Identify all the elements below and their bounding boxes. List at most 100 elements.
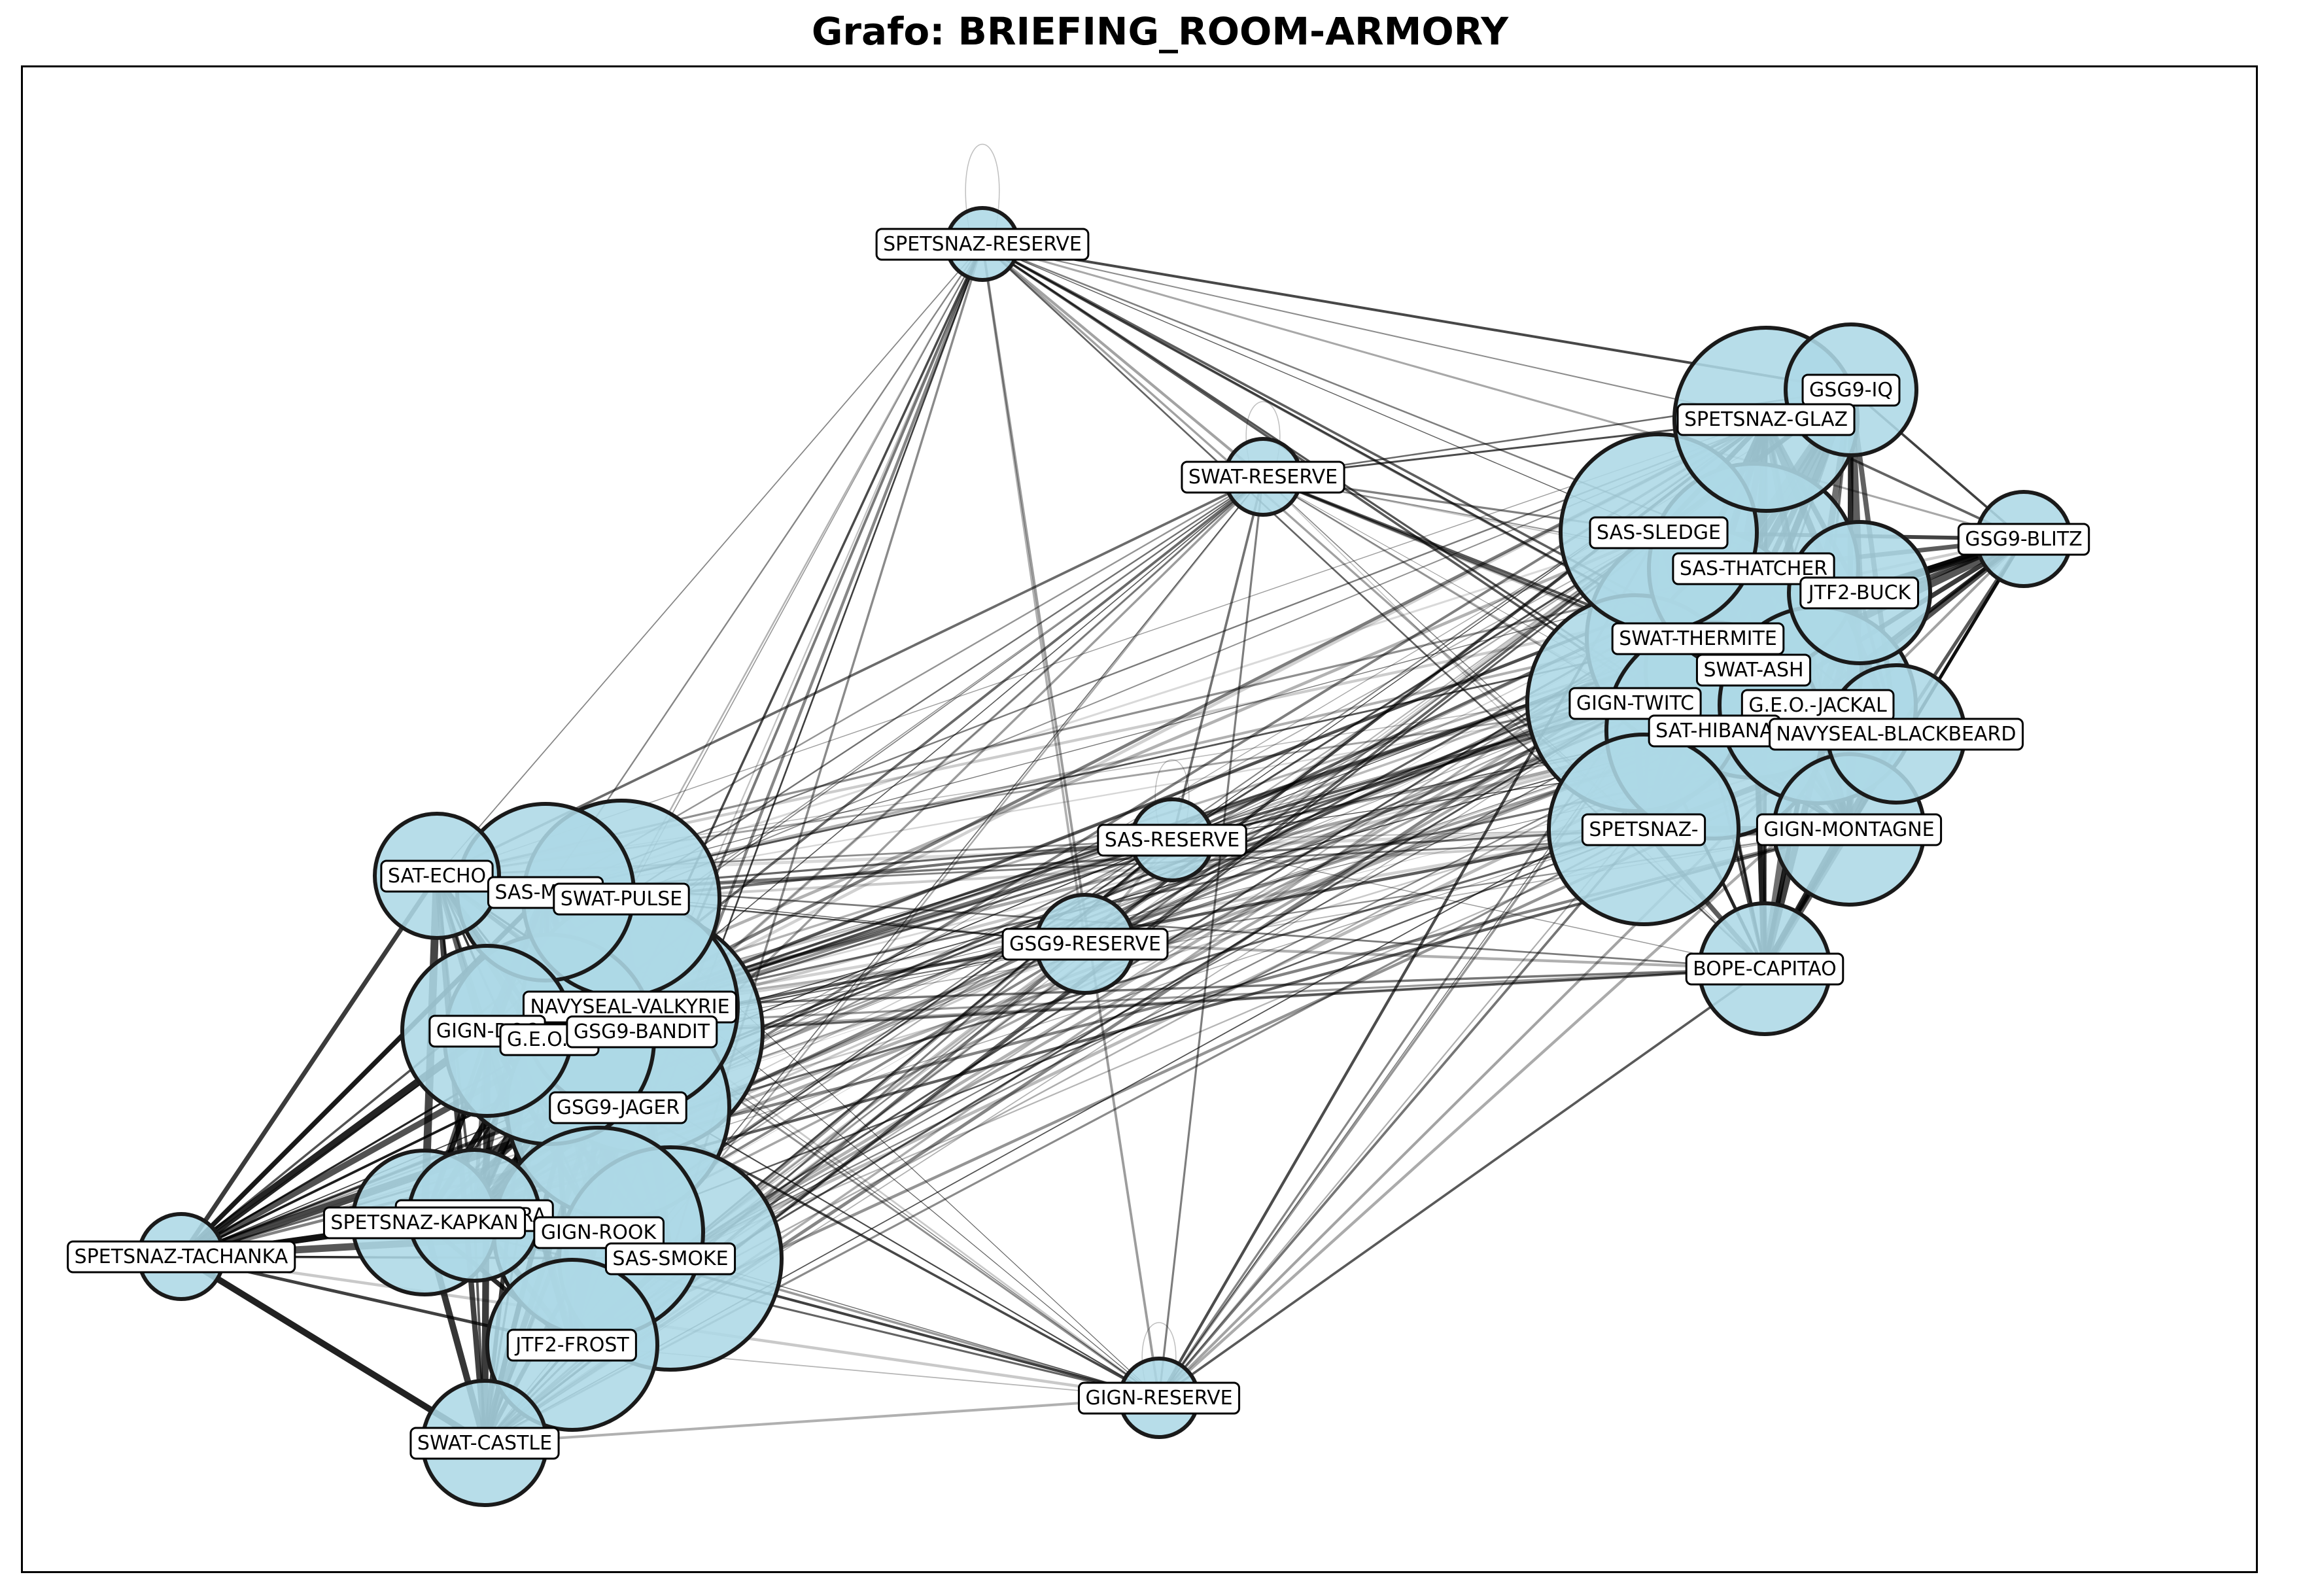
node-label-box <box>1769 718 2024 751</box>
node-label-text: SPETSNAZ- <box>1589 818 1698 841</box>
node-label-text: GSG9-IQ <box>1809 379 1893 402</box>
node-label-text: G.E.O.-JACKAL <box>1748 694 1887 717</box>
node-label-box <box>322 1206 527 1240</box>
node-label-spetsnaz-reserve: SPETSNAZ-RESERVE <box>875 228 1090 261</box>
node-label-text: JTF2-FROST <box>514 1334 629 1357</box>
node-label-navyseal-blackbeard: NAVYSEAL-BLACKBEARD <box>1769 718 2024 751</box>
node-label-spetsnaz-tachanka: SPETSNAZ-TACHANKA <box>67 1240 296 1274</box>
node-label-box <box>1957 523 2090 556</box>
node-label-box <box>1672 552 1835 585</box>
node-label-box <box>1676 403 1856 436</box>
node-label-text: SWAT-ASH <box>1703 659 1803 682</box>
node-label-text: SAS-SMOKE <box>612 1247 728 1270</box>
node-label-text: SAS-SLEDGE <box>1597 521 1721 544</box>
node-label-gign-montagne: GIGN-MONTAGNE <box>1756 813 1943 846</box>
graph-edge <box>620 243 984 899</box>
node-label-gign-twitch: GIGN-TWITC <box>1568 687 1702 720</box>
graph-edge <box>545 702 1636 893</box>
node-label-box <box>1589 516 1729 549</box>
node-label-gsg9-bandit: GSG9-BANDIT <box>566 1015 718 1049</box>
graph-edge <box>545 243 983 893</box>
node-label-box <box>1077 1381 1241 1415</box>
node-label-gsg9-iq: GSG9-IQ <box>1801 373 1901 407</box>
node-label-swat-ash: SWAT-ASH <box>1695 653 1812 687</box>
node-label-text: SPETSNAZ-RESERVE <box>883 233 1082 256</box>
graph-edge <box>545 828 1644 893</box>
graph-edge <box>629 827 1644 1009</box>
graph-edge <box>1171 476 1264 841</box>
node-label-text: SPETSNAZ-KAPKAN <box>330 1211 518 1234</box>
graph-edge <box>545 637 1699 893</box>
node-label-box <box>67 1240 296 1274</box>
node-label-text: NAVYSEAL-VALKYRIE <box>530 996 729 1018</box>
node-label-gign-reserve: GIGN-RESERVE <box>1077 1381 1241 1415</box>
node-label-sas-thatcher: SAS-THATCHER <box>1672 552 1835 585</box>
graph-edge <box>545 568 1754 893</box>
node-label-text: SWAT-THERMITE <box>1619 627 1777 650</box>
node-label-text: SAT-ECHO <box>388 865 486 888</box>
plot-frame: SPETSNAZ-RESERVE SWAT-RESERVE SAS-RESERVE G… <box>21 65 2258 1573</box>
node-label-box <box>533 1216 665 1249</box>
node-label-sat-hibana: SAT-HIBANA <box>1648 714 1781 748</box>
node-label-text: BOPE-CAPITAO <box>1693 958 1837 980</box>
node-label-navyseal-valkyrie: NAVYSEAL-VALKYRIE <box>522 990 738 1024</box>
node-label-box <box>553 882 690 916</box>
node-label-box <box>1097 824 1247 857</box>
node-label-sat-echo: SAT-ECHO <box>380 859 494 893</box>
node-label-box <box>1756 813 1943 846</box>
node-label-swat-castle: SWAT-CASTLE <box>409 1427 560 1460</box>
node-label-text: GSG9-JAGER <box>557 1096 680 1119</box>
graph-edge <box>1158 967 1766 1399</box>
node-label-text: SPETSNAZ-GLAZ <box>1684 408 1848 431</box>
node-label-jtf2-frost: JTF2-FROST <box>506 1328 637 1362</box>
node-label-box <box>1685 952 1844 986</box>
node-label-text: JTF2-BUCK <box>1807 581 1912 604</box>
node-label-text: SWAT-CASTLE <box>417 1432 552 1455</box>
node-label-g-e-o-jackal: G.E.O.-JACKAL <box>1740 689 1895 722</box>
node-label-swat-pulse: SWAT-PULSE <box>553 882 690 916</box>
graph-edge <box>669 702 1636 1260</box>
node-label-box <box>604 1242 736 1275</box>
node-label-box <box>1581 813 1706 846</box>
node-label-sas-reserve: SAS-RESERVE <box>1097 824 1247 857</box>
node-label-bope-capitao: BOPE-CAPITAO <box>1685 952 1844 986</box>
graph-edge <box>982 243 1659 533</box>
graph-title: Grafo: BRIEFING_ROOM-ARMORY <box>811 9 1509 54</box>
graph-edge <box>436 419 1767 876</box>
node-label-gign-rook: GIGN-ROOK <box>533 1216 665 1249</box>
node-label-gsg9-blitz: GSG9-BLITZ <box>1957 523 2090 556</box>
node-label-gsg9-jager: GSG9-JAGER <box>549 1091 687 1124</box>
graph-edge <box>629 967 1765 1008</box>
graph-edge <box>641 967 1765 1033</box>
node-label-sas-smoke: SAS-SMOKE <box>604 1242 736 1275</box>
graph-edge <box>179 875 439 1258</box>
node-label-box <box>1568 687 1702 720</box>
node-label-box <box>549 1091 687 1124</box>
graph-edge <box>982 243 1767 420</box>
node-label-box <box>1001 928 1169 961</box>
self-loop-edge <box>1245 401 1281 471</box>
node-label-gsg9-reserve: GSG9-RESERVE <box>1001 928 1169 961</box>
node-label-text: SWAT-PULSE <box>561 888 682 911</box>
node-label-text: SAS-RESERVE <box>1105 829 1239 852</box>
node-label-box <box>1799 576 1920 610</box>
node-label-spetsnaz-kapkan: SPETSNAZ-KAPKAN <box>322 1206 527 1240</box>
node-label-box <box>409 1427 560 1460</box>
graph-edge <box>545 531 1659 893</box>
node-label-jtf2-buck: JTF2-BUCK <box>1799 576 1920 610</box>
node-label-text: GIGN-ROOK <box>541 1221 657 1244</box>
self-loop-edge <box>1141 1322 1177 1392</box>
self-loop-edge <box>965 144 1000 238</box>
graph-edge <box>484 1396 1160 1445</box>
node-label-spetsnaz-glaz: SPETSNAZ-GLAZ <box>1676 403 1856 436</box>
graph-edge <box>1158 476 1264 1398</box>
node-label-swat-thermite: SWAT-THERMITE <box>1611 622 1785 655</box>
graph-edge <box>981 243 1160 1398</box>
node-label-text: GIGN-RESERVE <box>1085 1387 1232 1410</box>
node-label-text: SWAT-RESERVE <box>1188 466 1338 489</box>
node-label-text: NAVYSEAL-BLACKBEARD <box>1776 723 2017 746</box>
node-label-box <box>875 228 1090 261</box>
node-label-text: GSG9-BANDIT <box>574 1020 710 1043</box>
graph-edge <box>669 636 1699 1260</box>
node-label-text: GIGN-TWITC <box>1576 692 1694 715</box>
